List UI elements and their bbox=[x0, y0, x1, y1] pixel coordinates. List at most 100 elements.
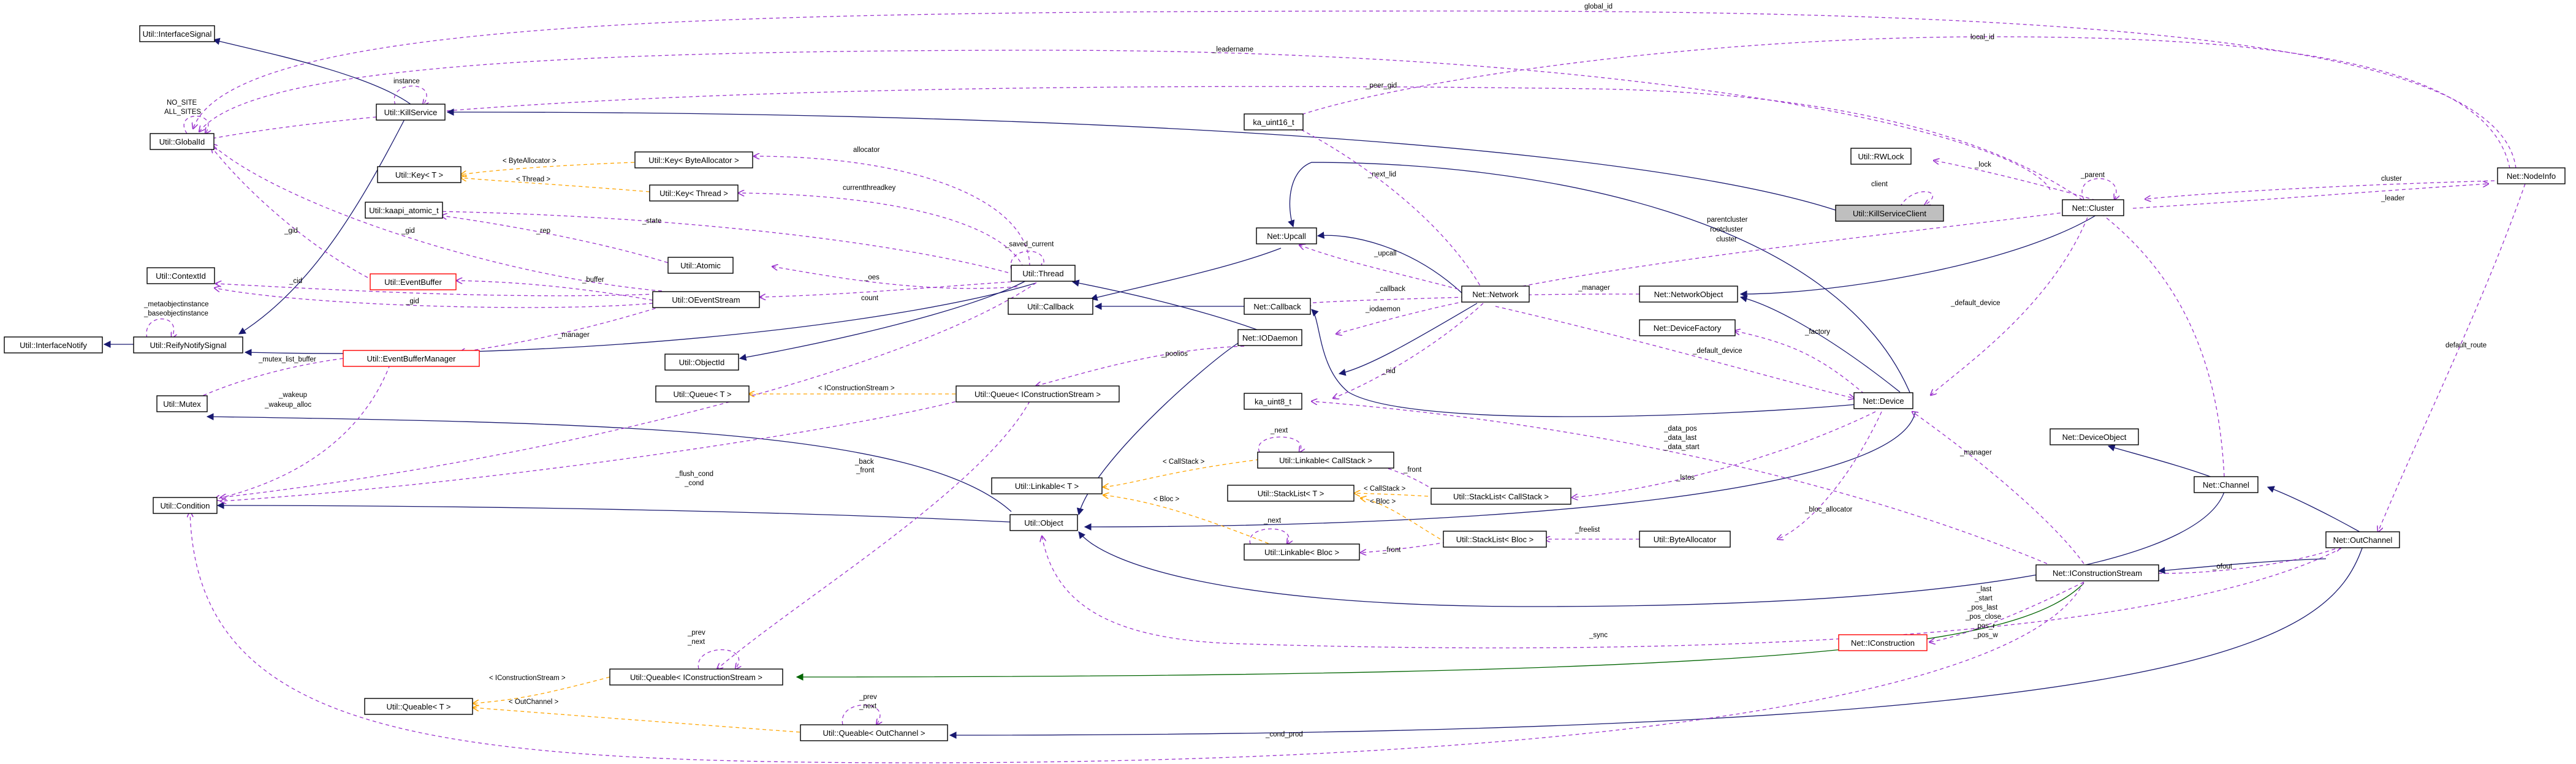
node-callback[interactable]: Util::Callback bbox=[1008, 298, 1093, 315]
svg-text:Util::Key< Thread >: Util::Key< Thread > bbox=[659, 189, 728, 198]
node-interface-signal[interactable]: Util::InterfaceSignal bbox=[139, 25, 215, 42]
node-queable-iconstruction-stream[interactable]: Util::Queable< IConstructionStream > bbox=[609, 668, 783, 686]
node-global-id[interactable]: Util::GlobalId bbox=[150, 133, 215, 150]
node-kill-service[interactable]: Util::KillService bbox=[376, 104, 446, 121]
node-stacklist-bloc[interactable]: Util::StackList< Bloc > bbox=[1443, 531, 1547, 548]
node-key-byte-allocator[interactable]: Util::Key< ByteAllocator > bbox=[634, 151, 753, 168]
node-rwlock[interactable]: Util::RWLock bbox=[1850, 148, 1912, 165]
node-net-upcall[interactable]: Net::Upcall bbox=[1256, 227, 1317, 244]
edge-default-route bbox=[2378, 183, 2526, 532]
label-start: _start bbox=[1974, 595, 1993, 602]
label-saved-current: _saved_current bbox=[1005, 241, 1054, 248]
edge-keythread-keyt bbox=[461, 178, 650, 192]
node-queable-t[interactable]: Util::Queable< T > bbox=[364, 698, 473, 715]
svg-text:Net::IODaemon: Net::IODaemon bbox=[1242, 333, 1297, 342]
label-wakeup: _wakeup bbox=[278, 391, 307, 399]
label-count: count bbox=[861, 295, 879, 302]
node-linkable-callstack[interactable]: Util::Linkable< CallStack > bbox=[1257, 452, 1394, 469]
node-queable-outchannel[interactable]: Util::Queable< OutChannel > bbox=[800, 724, 948, 741]
node-net-network-object[interactable]: Net::NetworkObject bbox=[1639, 286, 1738, 303]
node-linkable-bloc[interactable]: Util::Linkable< Bloc > bbox=[1244, 543, 1360, 561]
node-stacklist-callstack[interactable]: Util::StackList< CallStack > bbox=[1430, 488, 1571, 505]
node-event-buffer[interactable]: Util::EventBuffer bbox=[370, 273, 457, 290]
node-net-channel[interactable]: Net::Channel bbox=[2194, 476, 2259, 493]
node-key-thread[interactable]: Util::Key< Thread > bbox=[649, 184, 739, 202]
svg-text:Util::StackList< T >: Util::StackList< T > bbox=[1258, 489, 1324, 498]
edge-channel-deviceobject bbox=[2107, 444, 2219, 480]
node-queue-iconstruction-stream[interactable]: Util::Queue< IConstructionStream > bbox=[956, 385, 1120, 403]
node-net-device-factory[interactable]: Net::DeviceFactory bbox=[1639, 319, 1736, 336]
label-manager: _manager bbox=[1578, 284, 1610, 292]
edge-gid-event bbox=[211, 147, 368, 278]
label-cluster: cluster bbox=[2381, 175, 2402, 183]
node-linkable-t[interactable]: Util::Linkable< T > bbox=[991, 477, 1103, 494]
node-kaapi-atomic[interactable]: Util::kaapi_atomic_t bbox=[365, 202, 443, 219]
edge-upcall-callback bbox=[1090, 248, 1282, 301]
edge-sync bbox=[1042, 536, 2342, 649]
label-pos-w: _pos_w bbox=[1973, 632, 1998, 639]
node-event-buffer-manager[interactable]: Util::EventBufferManager bbox=[343, 350, 480, 367]
edge-buffer bbox=[457, 281, 653, 301]
node-net-out-channel[interactable]: Net::OutChannel bbox=[2325, 531, 2400, 548]
node-atomic[interactable]: Util::Atomic bbox=[667, 257, 734, 274]
label-nid: _nid bbox=[1381, 368, 1396, 375]
node-ka-uint8[interactable]: ka_uint8_t bbox=[1244, 393, 1302, 410]
node-net-device-object[interactable]: Net::DeviceObject bbox=[2050, 428, 2139, 445]
node-net-iodaemon[interactable]: Net::IODaemon bbox=[1237, 329, 1302, 346]
node-reify-notify-signal[interactable]: Util::ReifyNotifySignal bbox=[133, 336, 243, 354]
edge-ebm-reify bbox=[244, 282, 1036, 357]
label-callback: _callback bbox=[1375, 286, 1405, 293]
node-ka-uint16[interactable]: ka_uint16_t bbox=[1244, 113, 1304, 130]
edge-thread-queue bbox=[739, 278, 1030, 361]
edge-queable-oc-queable bbox=[473, 708, 800, 733]
node-net-iconstruction[interactable]: Net::IConstruction bbox=[1838, 634, 1928, 651]
label-upcall: _upcall bbox=[1373, 250, 1396, 257]
node-thread[interactable]: Util::Thread bbox=[1011, 265, 1076, 282]
node-object[interactable]: Util::Object bbox=[1009, 514, 1078, 531]
edge-gid-atomic bbox=[211, 144, 663, 292]
node-queue-t[interactable]: Util::Queue< T > bbox=[655, 385, 750, 403]
edge-leadername bbox=[199, 50, 2051, 191]
node-net-device[interactable]: Net::Device bbox=[1853, 392, 1913, 409]
node-kill-service-client[interactable]: Util::KillServiceClient bbox=[1835, 205, 1944, 222]
svg-text:Util::Mutex: Util::Mutex bbox=[163, 399, 201, 409]
svg-text:Net::Callback: Net::Callback bbox=[1253, 302, 1301, 311]
node-mutex[interactable]: Util::Mutex bbox=[156, 395, 208, 412]
node-net-callback[interactable]: Net::Callback bbox=[1244, 298, 1311, 315]
edge-back-front bbox=[221, 398, 969, 501]
label-front2: _front bbox=[856, 467, 875, 474]
edge-device-netcallback bbox=[1311, 309, 1858, 417]
edge-manager2 bbox=[460, 306, 663, 352]
node-key-t[interactable]: Util::Key< T > bbox=[377, 166, 462, 183]
svg-text:Util::Queue< T >: Util::Queue< T > bbox=[674, 390, 732, 399]
edge-count bbox=[772, 267, 1018, 289]
svg-text:Net::Cluster: Net::Cluster bbox=[2072, 203, 2114, 213]
label-next2: _next bbox=[1263, 517, 1282, 524]
edge-iodaemon-thread bbox=[1071, 279, 1269, 335]
node-net-cluster[interactable]: Net::Cluster bbox=[2062, 199, 2124, 216]
svg-text:Util::StackList< CallStack >: Util::StackList< CallStack > bbox=[1453, 492, 1549, 501]
label-outchannel: _ofout bbox=[2212, 563, 2233, 570]
node-byte-allocator[interactable]: Util::ByteAllocator bbox=[1639, 531, 1731, 548]
node-object-id[interactable]: Util::ObjectId bbox=[664, 354, 739, 371]
node-condition[interactable]: Util::Condition bbox=[153, 497, 218, 514]
label-manager3: _manager bbox=[1959, 449, 1992, 456]
edge-object-mutex bbox=[206, 413, 1012, 512]
edge-parent-self bbox=[2081, 178, 2116, 200]
node-stacklist-t[interactable]: Util::StackList< T > bbox=[1227, 485, 1354, 502]
svg-text:Util::Atomic: Util::Atomic bbox=[680, 261, 721, 270]
label-wakeup-alloc: _wakeup_alloc bbox=[264, 401, 311, 409]
label-next4: _next bbox=[859, 703, 877, 710]
node-interface-notify[interactable]: Util::InterfaceNotify bbox=[4, 336, 103, 354]
svg-text:Net::Network: Net::Network bbox=[1472, 290, 1519, 299]
node-oevent-stream[interactable]: Util::OEventStream bbox=[652, 291, 760, 308]
node-net-network[interactable]: Net::Network bbox=[1461, 286, 1530, 303]
node-context-id[interactable]: Util::ContextId bbox=[146, 267, 215, 284]
edge-killservice-reifynotify bbox=[238, 119, 405, 335]
node-net-node-info[interactable]: Net::NodeInfo bbox=[2497, 167, 2566, 184]
label-baseobjectinstance: _baseobjectinstance bbox=[143, 310, 208, 317]
edge-client-killservice bbox=[446, 108, 1845, 214]
label-all-sites: ALL_SITES bbox=[164, 108, 201, 116]
node-net-iconstruction-stream[interactable]: Net::IConstructionStream bbox=[2035, 564, 2159, 581]
label-parentcluster: parentcluster bbox=[1707, 216, 1748, 224]
